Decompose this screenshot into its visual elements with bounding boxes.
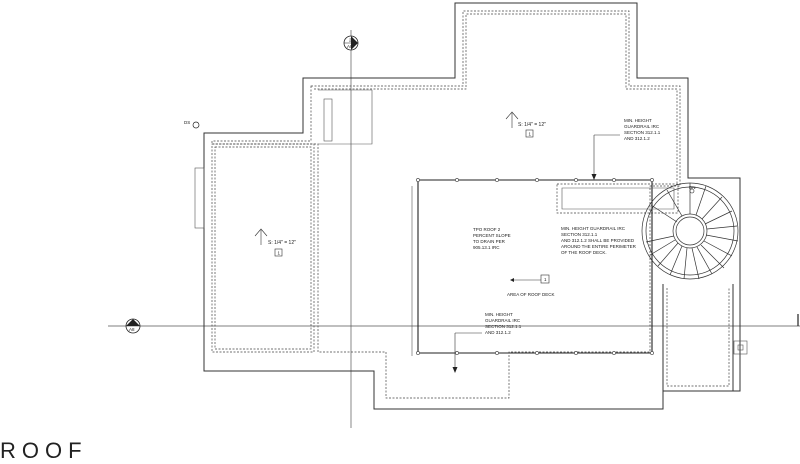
guardrail-right-line-4: AROUND THE ENTIRE PERIMETER (561, 244, 637, 249)
guardrail-top-line-2: GUARDRAIL IRC (624, 124, 660, 129)
guardrail-bottom-line-3: SECTION 312.1.1 (485, 324, 522, 329)
side-window (194, 167, 205, 229)
section-marker-left-number: 1 (132, 320, 135, 325)
section-marker-left[interactable]: 1 A8 (125, 318, 141, 334)
left-roof-area-inner (214, 146, 312, 350)
spiral-stair (641, 182, 739, 280)
roof-drain-box (733, 340, 748, 355)
tpo-roof-line-3: TO DRAIN PER (473, 239, 506, 244)
slope-upper-text: S: 1/4" = 12" (518, 122, 546, 128)
section-marker-top[interactable]: 2 A8 (343, 35, 359, 51)
downspout-ds-label: DS (184, 120, 190, 125)
parapet-outline-inner (314, 13, 678, 183)
guardrail-bottom-line-1: MIN. HEIGHT (485, 312, 513, 317)
deck-ledge (556, 183, 679, 214)
section-marker-left-sheet: A8 (129, 327, 135, 332)
guardrail-note-top: MIN. HEIGHT GUARDRAIL IRC SECTION 312.1.… (591, 118, 661, 180)
guardrail-note-right: MIN. HEIGHT GUARDRAIL IRC SECTION 312.1.… (561, 226, 637, 255)
tpo-roof-line-4: 905.13.1 IRC (473, 245, 500, 250)
roof-drain-box-inner (737, 344, 744, 351)
guardrail-right-line-3: AND 312.1.2 SHALL BE PROVIDED (561, 238, 635, 243)
guardrail-right-line-2: SECTION 312.1.1 (561, 232, 598, 237)
section-marker-top-number: 2 (349, 38, 352, 43)
stair-wall (318, 89, 373, 145)
downspout-dn-label: DN (689, 185, 696, 190)
guardrail-top-line-3: SECTION 312.1.1 (624, 130, 661, 135)
guardrail-bottom-line-2: GUARDRAIL IRC (485, 318, 521, 323)
guardrail-top-line-4: AND 312.1.2 (624, 136, 650, 141)
guardrail-note-bottom: MIN. HEIGHT GUARDRAIL IRC SECTION 312.1.… (452, 312, 522, 373)
roof-deck-tag: 1 (544, 277, 547, 282)
left-roof-area (211, 143, 315, 353)
stair-enclosure (662, 284, 734, 392)
parapet-outline (211, 10, 681, 399)
skylight (323, 98, 333, 142)
guardrail-posts (416, 178, 654, 355)
slope-indicator-left: S: 1/4" = 12" 1 (254, 228, 296, 257)
drawing-title: ROOF (0, 438, 88, 463)
deck-ledge-inner (561, 187, 675, 210)
guardrail-top-line-1: MIN. HEIGHT (624, 118, 652, 123)
slope-left-text: S: 1/4" = 12" (268, 240, 296, 246)
downspout-ds: DS (184, 120, 200, 129)
roof-deck-callout: 1 AREA OF ROOF DECK (507, 274, 555, 297)
slope-indicator-upper: S: 1/4" = 12" 1 (505, 111, 546, 138)
slope-left-tag: 1 (278, 251, 281, 256)
stair-enclosure-dash (666, 288, 730, 387)
building-outline (203, 2, 741, 410)
roof-deck-area (417, 179, 653, 354)
tpo-roof-line-2: PERCENT SLOPE (473, 233, 511, 238)
roof-deck-label: AREA OF ROOF DECK (507, 292, 555, 297)
section-marker-top-sheet: A8 (347, 44, 353, 49)
guardrail-right-line-1: MIN. HEIGHT GUARDRAIL IRC (561, 226, 626, 231)
guardrail-right-line-5: OF THE ROOF DECK. (561, 250, 607, 255)
guardrail-bottom-line-4: AND 312.1.2 (485, 330, 511, 335)
tpo-roof-line-1: TPO ROOF 2 (473, 227, 501, 232)
tpo-roof-note: TPO ROOF 2 PERCENT SLOPE TO DRAIN PER 90… (473, 227, 511, 250)
downspout-dn: DN (689, 185, 696, 194)
slope-upper-tag: 1 (529, 132, 532, 137)
